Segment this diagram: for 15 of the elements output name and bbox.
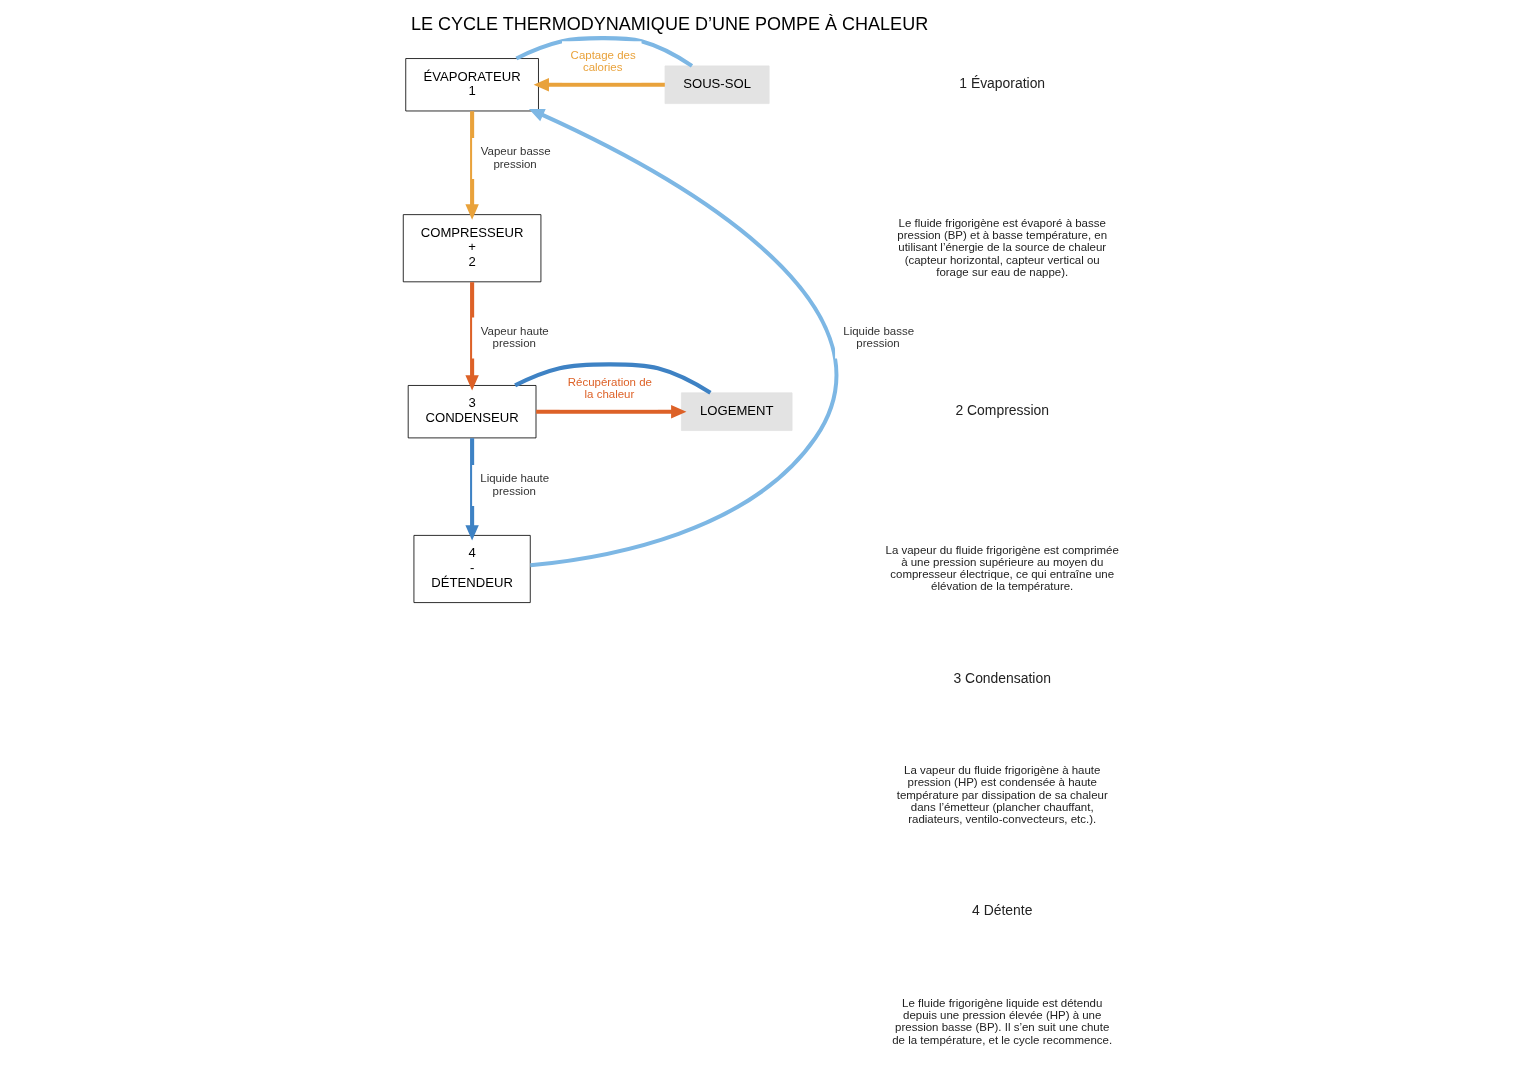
edge-label: Captage des calories [570, 48, 636, 73]
label: Le fluide frigorigène liquide est détendu depuis une pression élevée (HP) à une pression basse (BP). Il s’en suit une chute de la température, et le cycle recommence. [891, 996, 1112, 1046]
label: La vapeur du fluide frigorigène à haute pression (HP) est condensée à haute température par dissipation de sa chaleur dans l’émetteur (plancher chauffant, radiateurs, ventilo-convecteurs, etc.). [896, 763, 1108, 826]
diagram-title: LE CYCLE THERMODYNAMIQUE D’UNE POMPE À CHALEUR [410, 13, 928, 34]
label: 2 Compression [954, 402, 1049, 419]
label: Le fluide frigorigène est évaporé à basse pression (BP) et à basse température, en utilisant l’énergie de la source de chaleur (capteur horizontal, capteur vertical ou forage sur eau de nappe). [896, 216, 1107, 278]
edge-label: Liquide haute pression [479, 472, 549, 497]
label: 4 Détente [971, 902, 1032, 919]
label: 3 Condensation [953, 669, 1051, 686]
edge-label: Vapeur haute pression [480, 324, 549, 350]
edge-label: Liquide basse pression [842, 324, 914, 350]
edge-label: Vapeur basse pression [480, 145, 551, 170]
label: 1 Évaporation [958, 75, 1045, 92]
label: La vapeur du fluide frigorigène est comprimée à une pression supérieure au moyen du compresseur électrique, ce qui entraîne une élévation de la température. [885, 543, 1119, 593]
edge-label: Récupération de la chaleur [567, 375, 652, 400]
